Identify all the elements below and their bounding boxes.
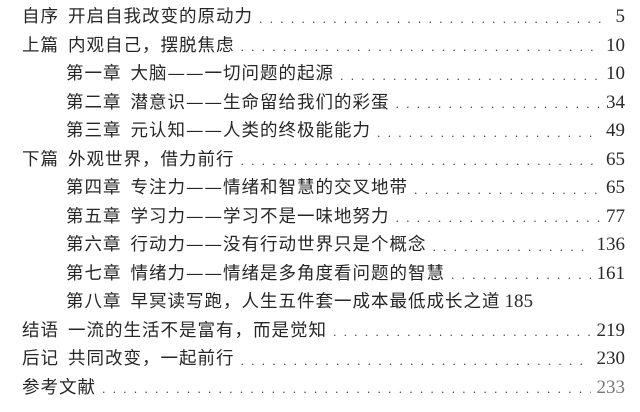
dot-leader	[333, 317, 591, 346]
page-number: 5	[615, 6, 626, 27]
dot-leader	[451, 260, 591, 289]
page-number: 233	[596, 376, 626, 398]
page-number: 77	[606, 205, 625, 227]
dot-leader	[241, 345, 591, 374]
dot-leader	[259, 3, 605, 32]
entry-title: 情绪力——情绪是多角度看问题的智慧	[130, 263, 445, 284]
dot-leader	[241, 32, 601, 61]
page-number: 185	[504, 291, 534, 312]
page-number: 230	[596, 348, 626, 369]
page-number: 136	[596, 234, 626, 255]
page-number: 161	[596, 262, 626, 284]
entry-title: 潜意识——生命留给我们的彩蛋	[130, 92, 390, 113]
entry-title: 大脑——一切问题的起源	[130, 64, 334, 84]
entry-prefix: 上篇	[22, 35, 59, 56]
entry-prefix: 参考文献	[22, 377, 96, 398]
entry-prefix: 结语	[22, 320, 59, 341]
entry-prefix: 自序	[22, 7, 59, 27]
entry-prefix: 第八章	[66, 292, 122, 312]
entry-title: 专注力——情绪和智慧的交叉地带	[130, 178, 408, 198]
dot-leader	[414, 174, 600, 203]
entry-title: 内观自己，摆脱焦虑	[68, 35, 235, 56]
page-number: 219	[596, 319, 626, 341]
page-number: 34	[606, 91, 625, 113]
dot-leader	[102, 374, 591, 403]
dot-leader	[377, 117, 600, 146]
entry-prefix: 第二章	[66, 92, 122, 113]
entry-title: 早冥读写跑，人生五件套一成本最低成长之道	[130, 292, 501, 312]
dot-leader	[501, 288, 505, 317]
dot-leader	[241, 146, 601, 175]
page-number: 10	[606, 34, 625, 56]
page-number: 65	[606, 177, 625, 198]
dot-leader	[433, 231, 591, 260]
toc-entry-chapter-8[interactable]: 第八章早冥读写跑，人生五件套一成本最低成长之道 185	[0, 288, 640, 317]
page-number: 49	[606, 120, 625, 141]
entry-title: 学习力——学习不是一味地努力	[130, 206, 390, 227]
dot-leader	[396, 89, 601, 118]
entry-prefix: 下篇	[22, 149, 59, 170]
entry-prefix: 第三章	[66, 121, 122, 141]
page-number: 10	[606, 63, 625, 84]
entry-title: 外观世界，借力前行	[68, 149, 235, 170]
entry-prefix: 第五章	[66, 206, 122, 227]
entry-title: 一流的生活不是富有，而是觉知	[68, 320, 327, 341]
entry-prefix: 第一章	[66, 64, 122, 84]
entry-title: 行动力——没有行动世界只是个概念	[130, 235, 427, 255]
entry-prefix: 第六章	[66, 235, 122, 255]
entry-title: 开启自我改变的原动力	[68, 7, 253, 27]
entry-prefix: 后记	[22, 349, 59, 369]
dot-leader	[396, 203, 601, 232]
dot-leader	[340, 60, 600, 89]
entry-title: 共同改变，一起前行	[68, 349, 235, 369]
entry-prefix: 第七章	[66, 263, 122, 284]
entry-title: 元认知——人类的终极能能力	[130, 121, 371, 141]
page-number: 65	[606, 148, 625, 170]
toc-entry-references[interactable]: 参考文献 233	[0, 374, 640, 403]
entry-prefix: 第四章	[66, 178, 122, 198]
